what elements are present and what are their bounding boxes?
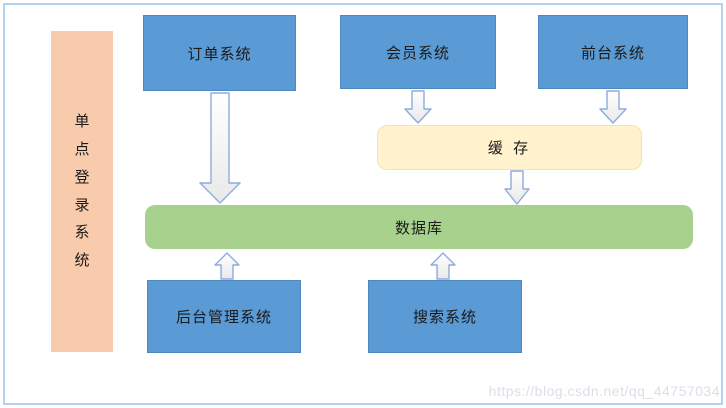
- database-bar: 数据库: [145, 205, 693, 249]
- arrow-up-search-to-database-icon: [430, 252, 456, 280]
- search-system-box: 搜索系统: [368, 280, 522, 353]
- arrow-down-order-to-database-icon: [199, 92, 241, 204]
- arrow-down-frontend-to-cache-icon: [599, 90, 627, 124]
- admin-system-label: 后台管理系统: [175, 309, 272, 326]
- admin-system-box: 后台管理系统: [147, 280, 301, 353]
- frontend-system-label: 前台系统: [580, 44, 645, 62]
- sso-system-bar: 单点登录系统: [51, 31, 113, 352]
- diagram-border-frame: [3, 3, 723, 405]
- cache-label: 缓 存: [487, 140, 532, 157]
- arrow-down-cache-to-database-icon: [504, 170, 530, 205]
- frontend-system-box: 前台系统: [538, 15, 688, 89]
- csdn-watermark: https://blog.csdn.net/qq_44757034: [488, 383, 720, 399]
- member-system-box: 会员系统: [340, 15, 496, 89]
- member-system-label: 会员系统: [385, 44, 450, 62]
- cache-box: 缓 存: [377, 125, 642, 170]
- order-system-label: 订单系统: [187, 45, 252, 63]
- database-label: 数据库: [394, 219, 443, 237]
- arrow-down-member-to-cache-icon: [404, 90, 432, 124]
- sso-system-label: 单点登录系统: [74, 113, 90, 269]
- search-system-label: 搜索系统: [412, 309, 477, 326]
- arrow-up-admin-to-database-icon: [214, 252, 240, 280]
- order-system-box: 订单系统: [143, 15, 296, 91]
